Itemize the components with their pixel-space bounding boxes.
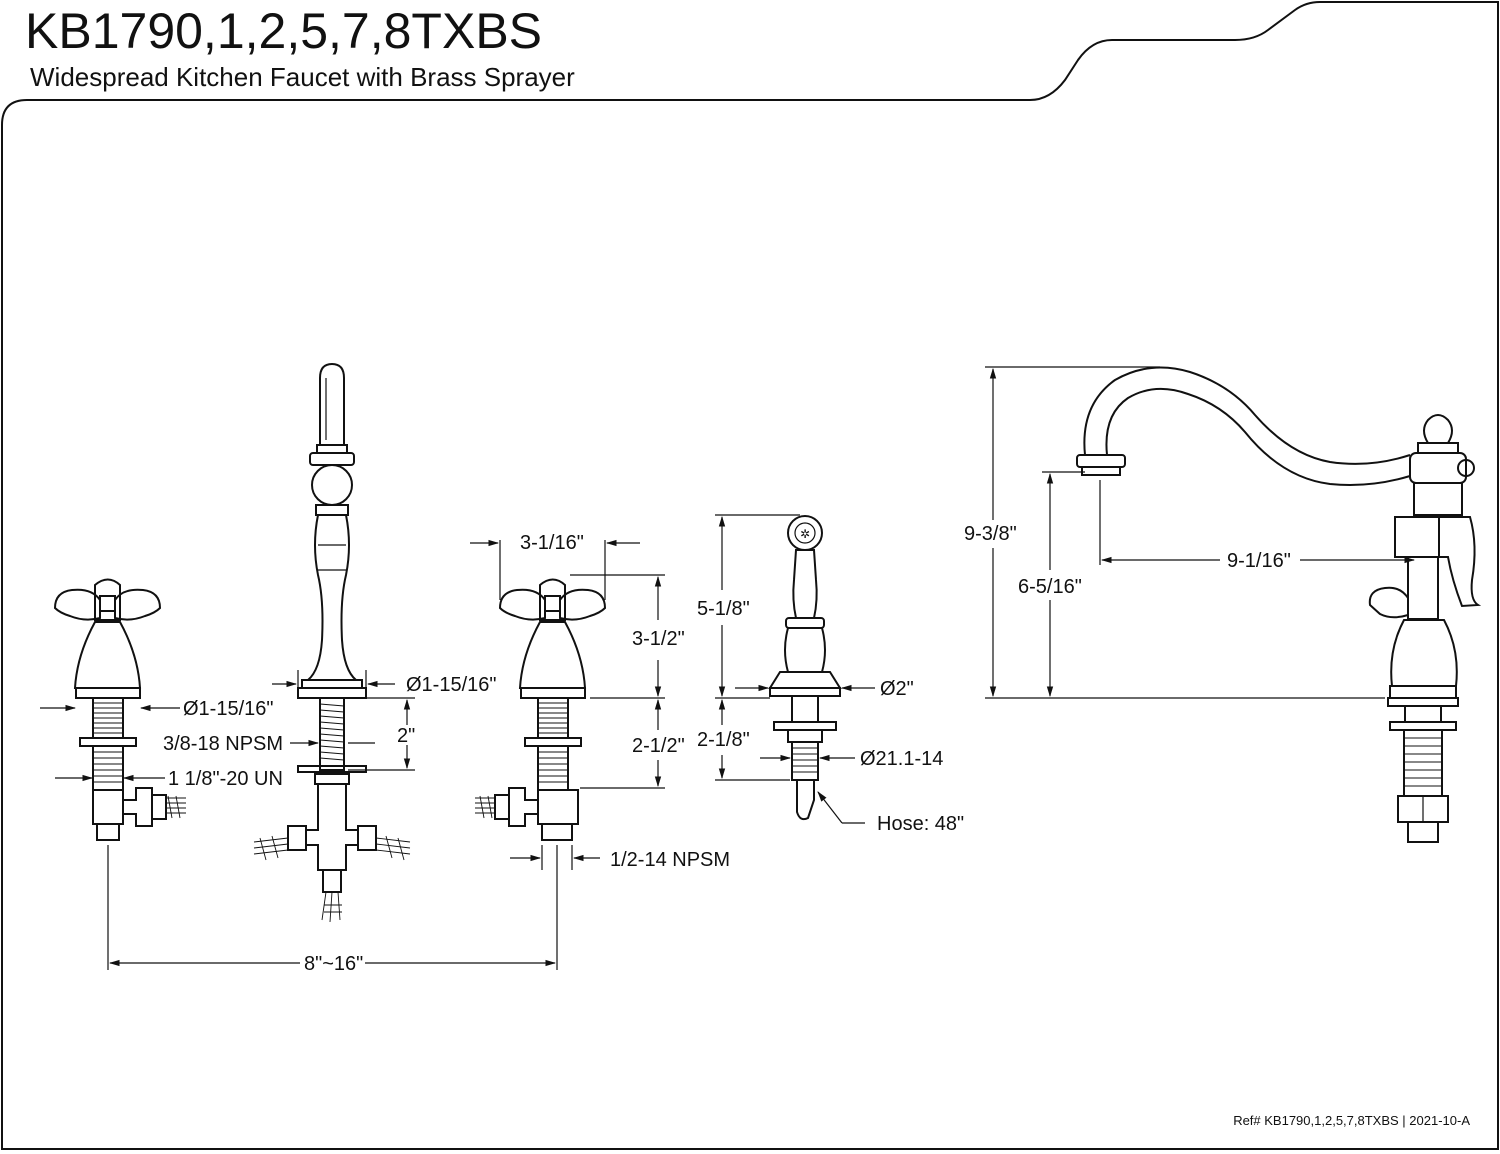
dim-shank-thread: 1 1/8"-20 UN — [168, 768, 283, 790]
dim-shank-length: 2-1/2" — [632, 735, 685, 757]
dim-inlet-thread: 1/2-14 NPSM — [610, 849, 730, 871]
dim-spout-outlet-height: 6-5/16" — [1018, 576, 1082, 598]
page-title: KB1790,1,2,5,7,8TXBS — [25, 3, 542, 59]
dimension-lines — [40, 366, 1416, 970]
dim-spout-total-height: 9-3/8" — [964, 523, 1017, 545]
dim-supply-thread: 3/8-18 NPSM — [163, 733, 283, 755]
dim-sprayer-thread: Ø21.1-14 — [860, 748, 943, 770]
dim-center-spread: 8"~16" — [304, 953, 363, 975]
dim-spout-reach: 9-1/16" — [1227, 550, 1291, 572]
dim-sprayer-base-diameter: Ø2" — [880, 678, 914, 700]
dim-sprayer-shank-length: 2-1/8" — [697, 729, 750, 751]
spout-side-view — [1076, 366, 1482, 843]
right-handle-valve — [475, 578, 607, 841]
svg-text:✲: ✲ — [800, 527, 810, 541]
dim-handle-height: 3-1/2" — [632, 628, 685, 650]
dim-spout-base-diameter: Ø1-15/16" — [406, 674, 497, 696]
center-spout-front — [253, 362, 411, 923]
side-sprayer: ✲ — [768, 515, 842, 821]
dim-handle-width: 3-1/16" — [520, 532, 584, 554]
dim-left-handle-diameter: Ø1-15/16" — [183, 698, 274, 720]
dim-hose-length: Hose: 48" — [877, 813, 964, 835]
reference-note: Ref# KB1790,1,2,5,7,8TXBS | 2021-10-A — [1233, 1113, 1470, 1128]
page-subtitle: Widespread Kitchen Faucet with Brass Spr… — [30, 62, 575, 92]
left-handle-valve — [53, 578, 186, 841]
dim-spout-shank-height: 2" — [397, 725, 415, 747]
dim-sprayer-height: 5-1/8" — [697, 598, 750, 620]
